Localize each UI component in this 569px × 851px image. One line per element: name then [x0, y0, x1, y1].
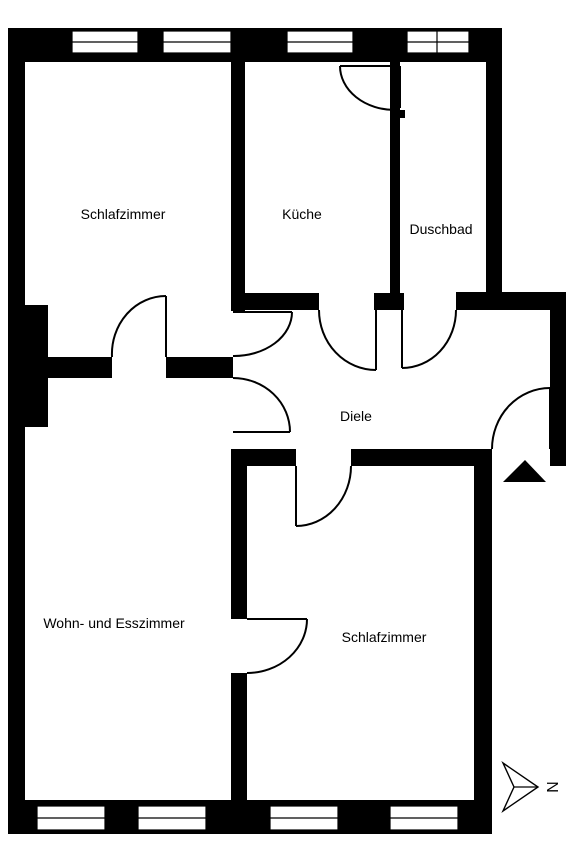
left-wall	[8, 28, 25, 834]
interior-walls	[8, 28, 566, 834]
wall-shower-bottom	[456, 292, 566, 310]
wall-stub	[397, 110, 405, 118]
wall-kitchen-bottom-right	[374, 293, 404, 310]
door-living-bedroom	[246, 618, 308, 674]
room-label-bedroom-bottom: Schlafzimmer	[341, 629, 427, 645]
wall-bed-living-left	[8, 357, 112, 378]
door-hall-living	[232, 377, 291, 433]
room-label-living-dining: Wohn- und Esszimmer	[43, 615, 185, 631]
compass-north-label: N	[542, 781, 560, 793]
door-shower-bottom	[401, 309, 457, 369]
right-wall-lower	[474, 449, 492, 834]
windows	[36, 30, 470, 831]
wall-living-bedroom-lower	[231, 673, 247, 834]
door-hall-upper-left	[232, 311, 293, 358]
door-kitchen-bottom	[318, 309, 377, 371]
door-bedroom-top	[110, 294, 167, 358]
wall-bedroom-kitchen	[231, 28, 245, 311]
wall-kitchen-bottom-left	[231, 293, 319, 310]
door-kitchen-top	[339, 65, 401, 111]
right-wall-upper	[486, 28, 502, 304]
wall-hall-right	[550, 292, 566, 466]
door-entrance	[491, 387, 551, 450]
wall-living-bedroom-upper	[231, 449, 247, 619]
doors	[110, 65, 551, 674]
wall-bed-living-right	[166, 357, 233, 378]
room-label-kitchen: Küche	[282, 206, 322, 222]
room-label-bedroom-top: Schlafzimmer	[80, 206, 166, 222]
room-label-hallway: Diele	[340, 408, 372, 424]
door-hall-bedroom-bottom	[295, 465, 352, 527]
entrance-triangle-icon	[503, 460, 546, 482]
wall-kitchen-shower	[390, 62, 400, 310]
room-label-shower-bath: Duschbad	[409, 221, 473, 237]
wall-hall-bottom-left	[231, 449, 296, 466]
compass-arrow-icon	[501, 760, 540, 814]
wall-hall-bottom-right	[351, 449, 492, 466]
